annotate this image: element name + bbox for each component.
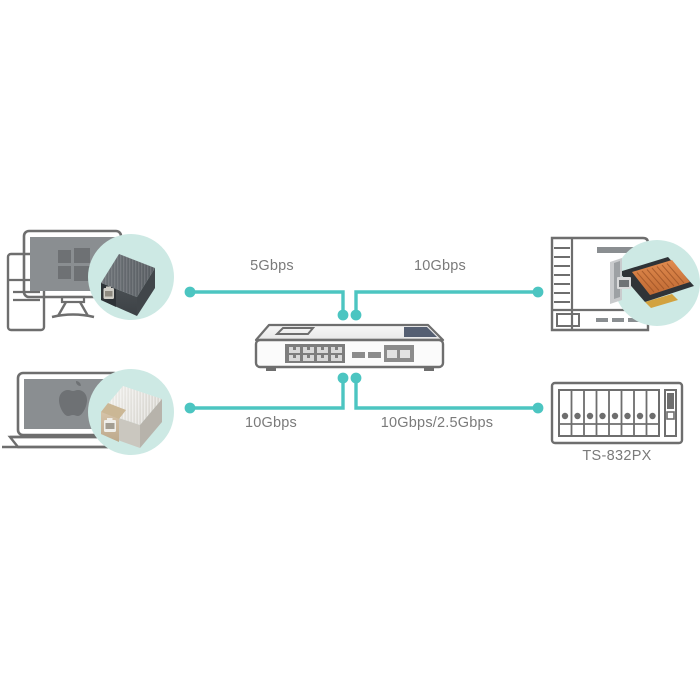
nas-icon xyxy=(550,381,684,445)
link-label-bottom-right: 10Gbps/2.5Gbps xyxy=(380,415,494,431)
pcie-network-card-icon xyxy=(610,257,694,308)
server-nic-callout xyxy=(610,240,700,326)
macbook-adapter-callout xyxy=(88,369,174,455)
link-bottom-right xyxy=(350,372,544,414)
network-switch-icon xyxy=(254,323,445,371)
switch-port-block-left xyxy=(285,344,345,363)
nas-model-label: TS-832PX xyxy=(582,448,652,464)
link-label-top-left: 5Gbps xyxy=(250,258,294,274)
link-top-left xyxy=(184,286,349,321)
windows-pc-adapter-callout xyxy=(88,234,174,320)
thunderbolt-ethernet-adapter-icon xyxy=(101,386,162,448)
windows-logo-icon xyxy=(58,248,90,281)
link-bottom-left xyxy=(184,372,349,414)
link-top-right xyxy=(350,286,544,321)
nas-drive-bays xyxy=(570,390,648,436)
switch-port-block-right xyxy=(352,345,414,362)
apple-logo-icon xyxy=(59,381,87,416)
link-label-top-right: 10Gbps xyxy=(414,258,466,274)
usb-ethernet-adapter-icon xyxy=(101,254,155,316)
link-label-bottom-left: 10Gbps xyxy=(245,415,297,431)
